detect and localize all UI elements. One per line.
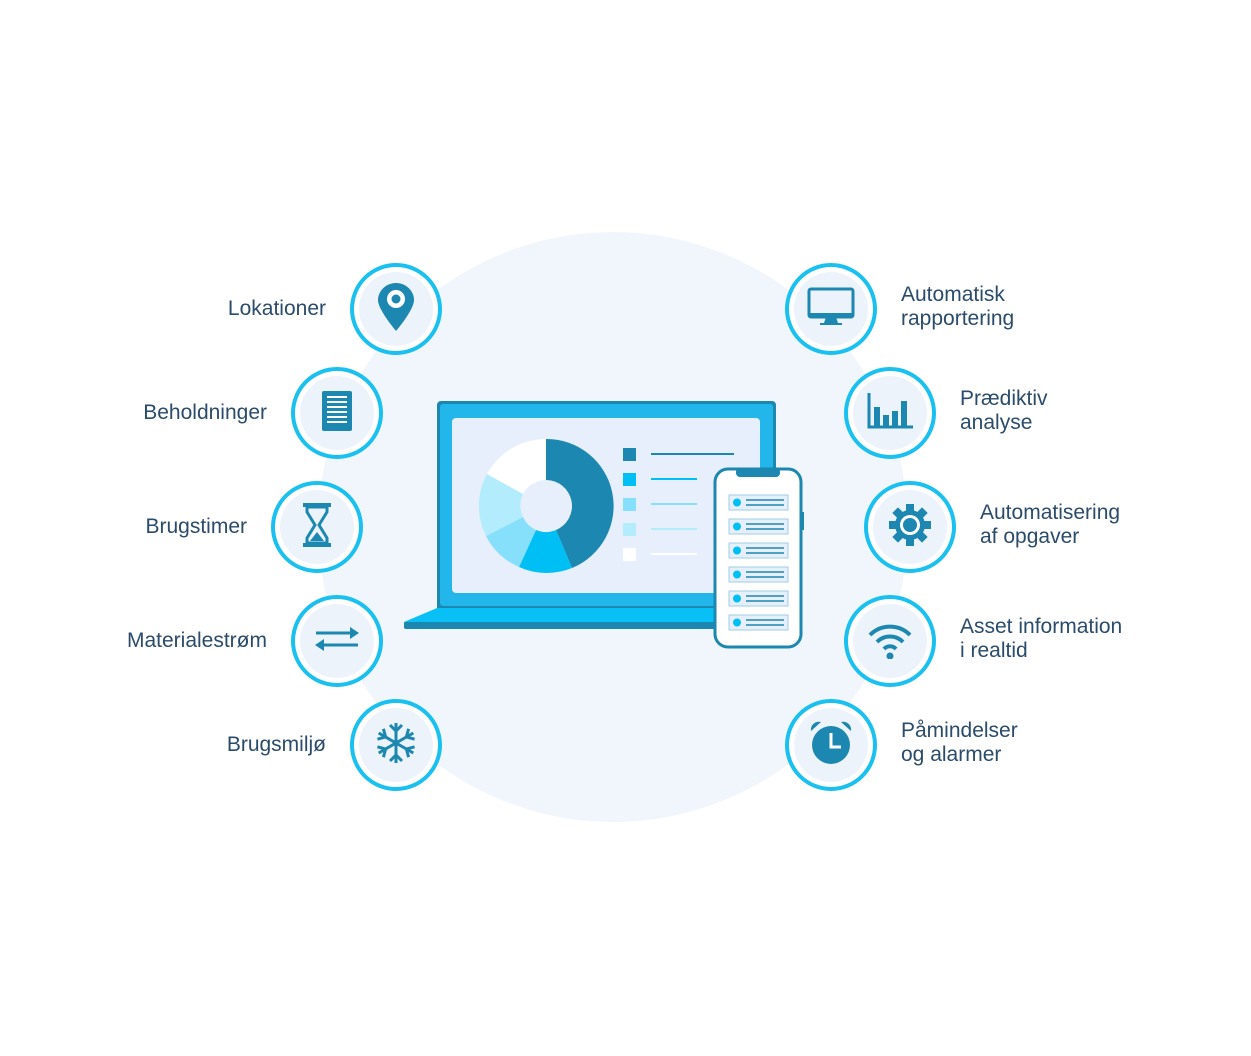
chart-legend bbox=[623, 448, 734, 561]
phone-list-row bbox=[728, 518, 789, 535]
feature-label-line1: Asset information bbox=[960, 615, 1123, 638]
feature-circle bbox=[271, 481, 363, 573]
feature-label: Lokationer bbox=[227, 297, 326, 320]
smartphone bbox=[713, 467, 804, 649]
alarm-clock-icon bbox=[808, 720, 854, 771]
feature-circle bbox=[785, 263, 877, 355]
feature-circle bbox=[785, 699, 877, 791]
phone-list-row bbox=[728, 614, 789, 631]
phone-list-row bbox=[728, 590, 789, 607]
phone-list-row bbox=[728, 542, 789, 559]
feature-circle bbox=[844, 595, 936, 687]
feature-label: Brugsmiljø bbox=[226, 733, 326, 756]
feature-label-line1: Påmindelser bbox=[901, 719, 1018, 742]
feature-circle bbox=[844, 367, 936, 459]
map-pin-icon bbox=[376, 281, 416, 338]
feature-circle bbox=[350, 699, 442, 791]
feature-label-line2: og alarmer bbox=[901, 743, 1002, 766]
hourglass-icon bbox=[301, 502, 333, 553]
transfer-arrows-icon bbox=[312, 624, 362, 659]
feature-circle bbox=[291, 367, 383, 459]
bar-chart-icon bbox=[867, 392, 913, 434]
phone-list-row bbox=[728, 494, 789, 511]
feature-circle bbox=[350, 263, 442, 355]
list-document-icon bbox=[320, 389, 354, 438]
gear-icon bbox=[887, 502, 933, 553]
feature-label-line2: af opgaver bbox=[980, 525, 1080, 548]
feature-label: Beholdninger bbox=[143, 401, 267, 424]
snowflake-icon bbox=[374, 721, 418, 770]
donut-chart bbox=[478, 438, 614, 573]
feature-label-line2: rapportering bbox=[901, 307, 1015, 330]
feature-label: Materialestrøm bbox=[126, 629, 267, 652]
wifi-icon bbox=[866, 619, 914, 664]
feature-label-line1: Prædiktiv bbox=[960, 387, 1048, 410]
feature-label-line1: Automatisk bbox=[901, 283, 1005, 306]
feature-label: Brugstimer bbox=[145, 515, 247, 538]
feature-circle bbox=[864, 481, 956, 573]
feature-label-line1: Automatisering bbox=[980, 501, 1121, 524]
monitor-icon bbox=[807, 287, 855, 332]
feature-circle bbox=[291, 595, 383, 687]
feature-label-line2: i realtid bbox=[960, 639, 1028, 662]
phone-list-row bbox=[728, 566, 789, 583]
feature-label-line2: analyse bbox=[960, 411, 1033, 434]
